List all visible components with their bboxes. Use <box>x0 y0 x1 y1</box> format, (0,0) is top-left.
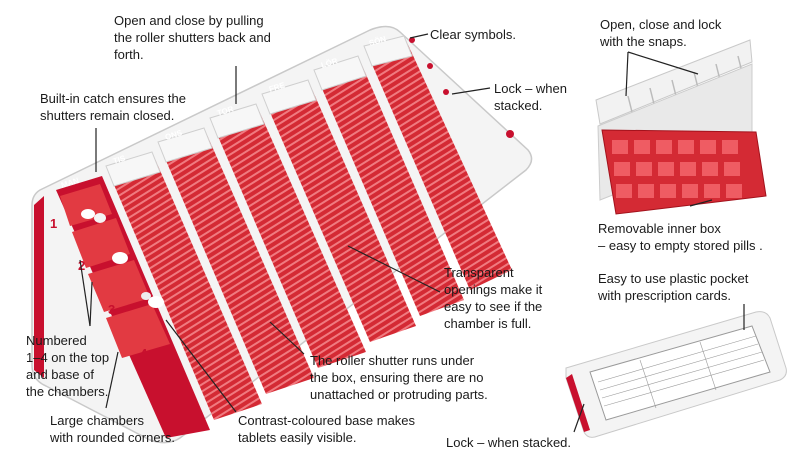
callout-pocket: Easy to use plastic pocket with prescrip… <box>598 271 749 303</box>
closed-box-illustration <box>565 311 787 438</box>
lane-sat <box>314 56 464 316</box>
callout-snaps: Open, close and lock with the snaps. <box>600 17 722 49</box>
lid-snaps <box>595 39 753 125</box>
main-pill-organizer: MAN TIS ONS TOR FRE LÖR SÖN 1 2 3 4 <box>31 25 533 444</box>
callout-numbered: Numbered 1–4 on the top and base of the … <box>26 333 110 399</box>
chamber-numbers: 1 2 3 4 <box>50 216 148 361</box>
day-label: TIS <box>112 153 127 165</box>
callout-inner-box: Removable inner box – easy to empty stor… <box>598 221 763 253</box>
prescription-card <box>589 325 771 421</box>
pointer-lines <box>79 33 745 433</box>
chamber-number: 4 <box>140 346 148 361</box>
callout-builtin-catch: Built-in catch ensures the shutters rema… <box>40 91 186 123</box>
chamber-number: 2 <box>78 258 85 273</box>
lane-thu <box>210 104 366 368</box>
callout-open-close-roller: Open and close by pulling the roller shu… <box>114 13 271 62</box>
callout-lock-stacked-top: Lock – when stacked. <box>494 81 567 113</box>
chamber-number: 3 <box>108 302 115 317</box>
lane-sun <box>364 36 512 290</box>
organizer-edge <box>34 196 44 378</box>
callout-transparent: Transparent openings make it easy to see… <box>444 265 543 331</box>
chamber-number: 1 <box>50 216 57 231</box>
open-box-illustration <box>595 39 767 215</box>
callout-clear-symbols: Clear symbols. <box>430 27 516 42</box>
callout-contrast-base: Contrast-coloured base makes tablets eas… <box>238 413 416 445</box>
callout-lock-stacked-bottom: Lock – when stacked. <box>446 435 572 450</box>
callout-large-chambers: Large chambers with rounded corners. <box>50 413 176 445</box>
open-chamber-mon <box>60 184 170 358</box>
lane-fri <box>262 80 416 342</box>
lock-symbols <box>409 37 514 138</box>
lane-tue <box>106 152 262 420</box>
callout-roller-runs: The roller shutter runs under the box, e… <box>310 353 488 402</box>
shutter-caps <box>105 35 413 187</box>
